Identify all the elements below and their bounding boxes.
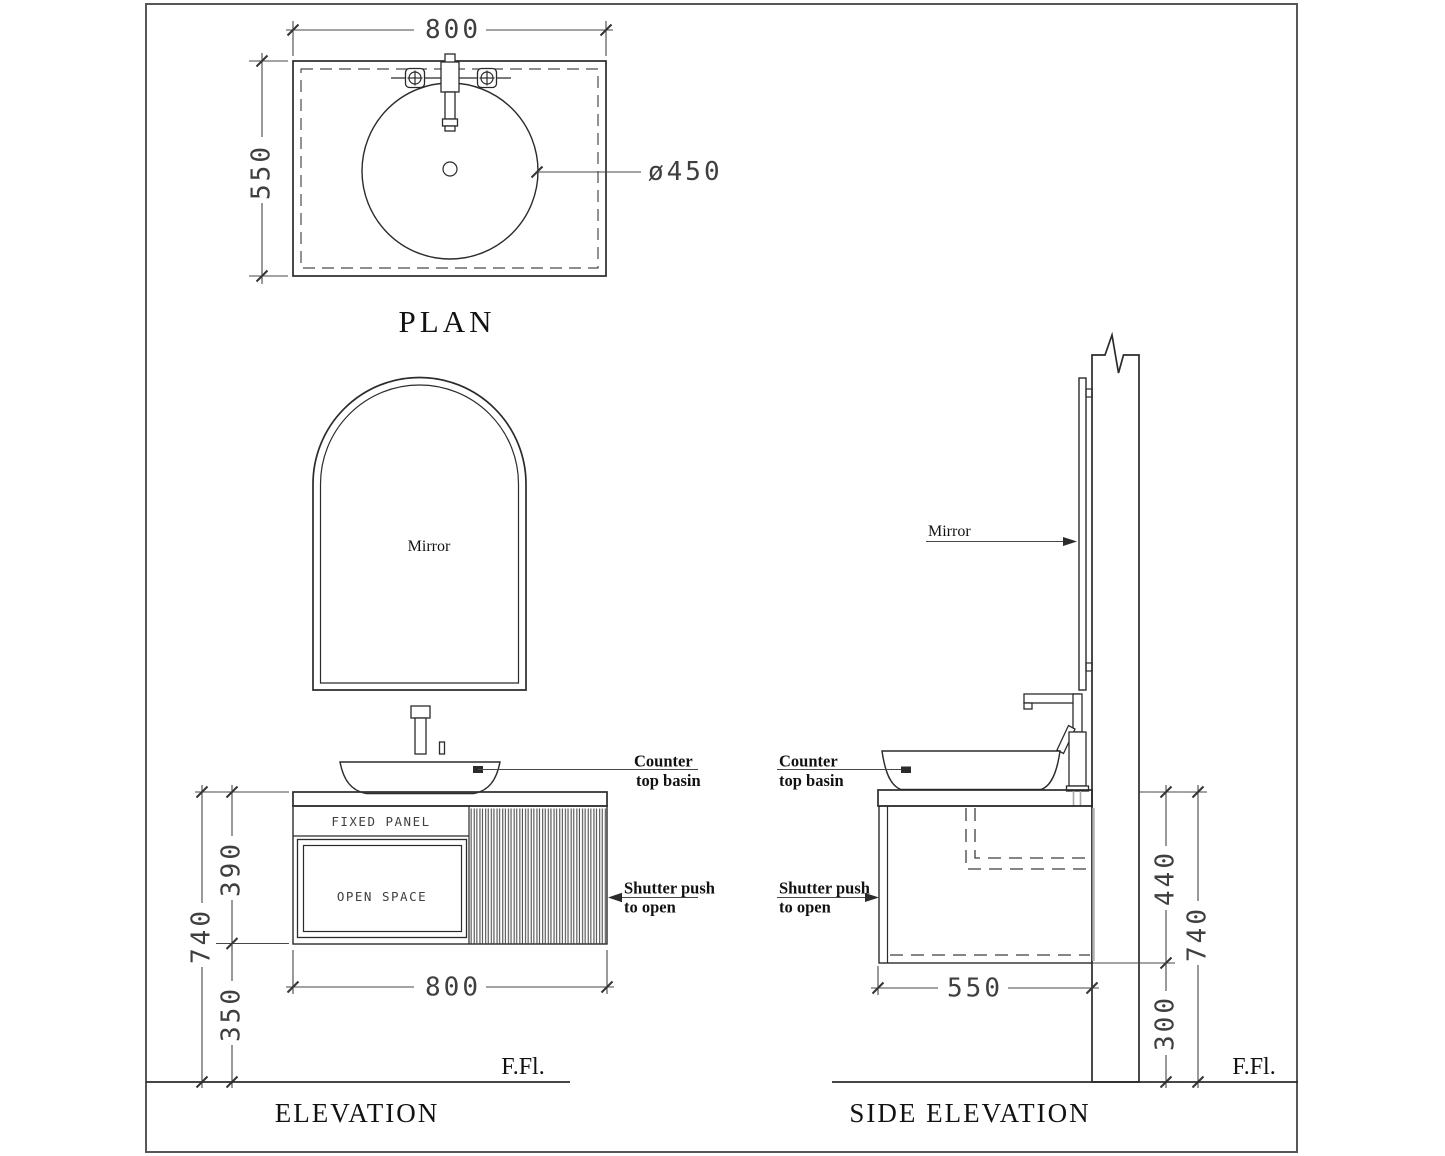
plan-title: PLAN	[399, 304, 496, 339]
mirror-glass	[319, 384, 520, 684]
tap-stub	[438, 741, 446, 755]
side-dim-740: 740	[1183, 906, 1213, 962]
dim-text-mask	[1184, 901, 1212, 965]
elevation-counter-label: Counter top basin	[473, 752, 701, 790]
elevation-view: Mirror FIXED PANEL OPEN SPACE Counter to…	[146, 376, 715, 1128]
shutter-label-line2: to open	[779, 898, 831, 917]
faucet-base	[1065, 785, 1090, 792]
side-ffl-label: F.Fl.	[1232, 1054, 1275, 1080]
leader-arrow	[608, 892, 622, 903]
mirror-bracket	[1085, 662, 1093, 672]
counter-label-line1: Counter	[634, 752, 693, 771]
side-elevation-title: SIDE ELEVATION	[849, 1098, 1090, 1128]
counter-label-line2: top basin	[779, 771, 844, 790]
elevation-dim-800: 800	[425, 973, 481, 1003]
plan-basin-diameter-label: ø450	[648, 157, 723, 187]
mirror-frame	[312, 376, 527, 691]
tap-spout-head	[410, 705, 431, 719]
side-dimensions: 550 440 300 740	[871, 785, 1213, 1089]
side-faucet	[1023, 693, 1090, 806]
cabinet-body	[292, 805, 608, 945]
elevation-dim-740: 740	[187, 908, 217, 964]
elevation-tap	[410, 705, 446, 755]
side-counter-label: Counter top basin	[777, 752, 911, 790]
faucet-body	[1068, 731, 1087, 787]
leader-arrow	[1063, 537, 1077, 546]
side-dim-300: 300	[1151, 995, 1181, 1051]
dim-text-mask	[1152, 846, 1180, 910]
wall-section	[1091, 331, 1140, 1083]
shutter-label-line1: Shutter push	[779, 879, 870, 898]
faucet-spout-tip	[444, 125, 456, 132]
plan-basin-dia-leader: ø450	[530, 157, 723, 187]
internal-dashed-outline	[974, 808, 1090, 859]
faucet-spout-band	[441, 118, 459, 127]
shutter-label-line1: Shutter push	[624, 879, 715, 898]
elevation-title: ELEVATION	[275, 1098, 439, 1128]
open-space-label: OPEN SPACE	[337, 889, 427, 904]
open-space-outer	[296, 838, 468, 939]
dim-text-mask	[414, 972, 486, 1001]
leader-marker	[901, 766, 911, 773]
side-dim-550: 550	[947, 974, 1003, 1004]
open-space-inner	[302, 844, 463, 933]
mirror-label: Mirror	[928, 523, 971, 540]
faucet-mixer-body	[440, 61, 460, 93]
side-mirror-panel	[1078, 377, 1087, 691]
faucet-spout	[1023, 693, 1080, 704]
side-cabinet-body	[878, 805, 1093, 964]
elevation-shutter-label: Shutter push to open	[608, 879, 715, 917]
plan-drain	[442, 161, 458, 177]
sheet-border	[145, 3, 1298, 1153]
shutter-label-line2: to open	[624, 898, 676, 917]
dim-text-mask	[218, 836, 246, 900]
side-dim-440: 440	[1151, 850, 1181, 906]
leader-arrow	[865, 893, 879, 902]
dim-text-mask	[247, 137, 276, 203]
side-shutter-label: Shutter push to open	[777, 879, 879, 917]
dim-text-mask	[1152, 991, 1180, 1055]
elevation-dim-390: 390	[217, 841, 247, 897]
faucet-spout	[444, 91, 456, 120]
plan-view: 800 550 ø450 PLAN	[247, 15, 723, 339]
counter-label-line2: top basin	[636, 771, 701, 790]
fixed-panel-label: FIXED PANEL	[331, 814, 430, 829]
dim-text-mask	[188, 903, 216, 967]
elevation-ffl-label: F.Fl.	[501, 1054, 544, 1080]
dim-text-mask	[938, 974, 1008, 1002]
internal-dashed-outline	[965, 808, 1090, 870]
mirror-label: Mirror	[408, 538, 451, 555]
side-elevation-view: Mirror Counter top basin	[777, 331, 1298, 1128]
faucet-riser	[1072, 693, 1083, 733]
dim-text-mask	[414, 15, 486, 44]
dim-text-mask	[218, 981, 246, 1045]
elevation-dim-350: 350	[217, 986, 247, 1042]
side-mirror-label: Mirror	[926, 523, 1077, 546]
mirror-bracket	[1085, 388, 1093, 398]
fluted-shutter[interactable]	[470, 808, 607, 944]
counter-label-line1: Counter	[779, 752, 838, 771]
counter-top-basin	[339, 761, 501, 795]
faucet-nozzle	[1023, 702, 1033, 710]
plan-dim-width: 800	[286, 15, 613, 56]
plan-dim-800: 800	[425, 15, 481, 45]
tap-body	[414, 717, 427, 755]
plan-faucet	[391, 53, 511, 132]
plan-dim-550: 550	[247, 144, 277, 200]
elevation-dimensions: 390 740 350 800	[187, 785, 614, 1089]
plan-dim-depth: 550	[247, 53, 288, 284]
side-countertop-slab	[877, 789, 1093, 807]
